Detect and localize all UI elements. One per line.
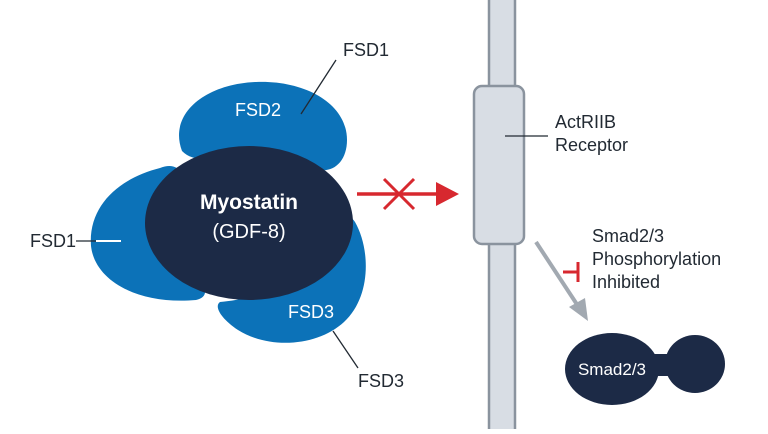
fsd3-inner-label: FSD3 — [288, 302, 334, 322]
fsd3-bottom-callout: FSD3 — [358, 371, 404, 391]
fsd1-top-leader — [300, 59, 337, 115]
myostatin-alias: (GDF-8) — [212, 221, 285, 243]
blocked-arrow-icon — [357, 177, 459, 211]
smad-note-line1: Smad2/3 — [592, 226, 664, 246]
signaling-arrow-icon — [534, 240, 588, 321]
smad-note-line2: Phosphorylation — [592, 249, 721, 269]
smad23-protein — [565, 333, 725, 405]
fsd1-left-callout: FSD1 — [30, 231, 76, 251]
fsd2-domain — [179, 81, 347, 171]
fsd1-top-callout: FSD1 — [343, 40, 389, 60]
smad23-protein-label: Smad2/3 — [578, 360, 646, 379]
membrane-column — [472, 0, 526, 434]
myostatin-core — [145, 146, 353, 300]
fsd3-domain — [217, 217, 366, 343]
myostatin-name: Myostatin — [200, 191, 298, 214]
smad-note-line3: Inhibited — [592, 272, 660, 292]
fsd3-bottom-leader — [332, 330, 359, 369]
receptor-label-line2: Receptor — [555, 135, 628, 155]
inhibition-t-bar-icon — [563, 262, 580, 282]
fsd2-inner-label: FSD2 — [235, 100, 281, 120]
receptor-label-line1: ActRIIB — [555, 112, 616, 132]
actriib-receptor-body — [472, 84, 526, 246]
